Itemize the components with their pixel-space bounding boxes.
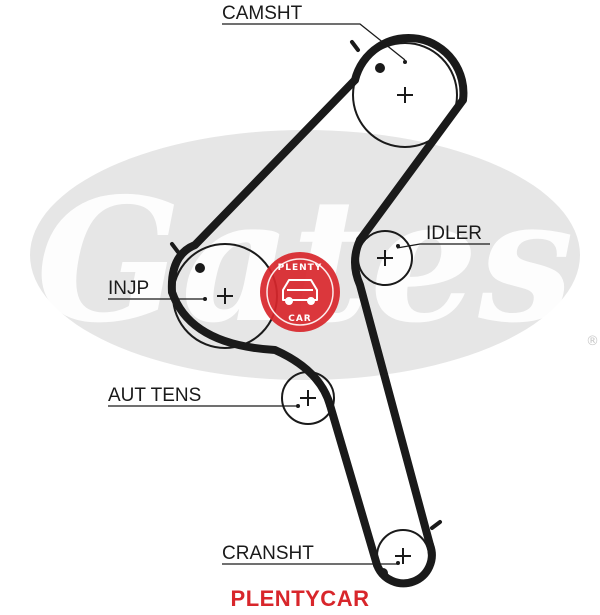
label-injection-pump: INJP — [108, 278, 149, 299]
registered-mark-icon: ® — [586, 334, 599, 349]
brand-footer-text: PLENTYCAR — [230, 586, 370, 611]
belt-tensioner-to-injp — [168, 288, 334, 409]
plentycar-badge: PLENTY CAR — [260, 252, 340, 332]
camshaft-timing-dot — [375, 63, 385, 73]
camshaft-center-cross-icon — [397, 87, 413, 103]
label-crankshaft: CRANSHT — [222, 543, 314, 564]
crank-timing-mark — [430, 520, 442, 530]
camshaft-leader — [222, 23, 406, 61]
timing-marks — [170, 40, 442, 530]
tensioner-center-cross-icon — [300, 390, 316, 406]
badge-bottom-text: CAR — [288, 314, 312, 324]
camshaft-pulley — [352, 42, 458, 148]
camshaft-timing-mark — [350, 40, 360, 52]
leader-dots — [203, 60, 407, 565]
label-idler: IDLER — [426, 223, 482, 244]
idler-pulley — [357, 230, 413, 286]
belt-crank-to-tensioner — [326, 401, 381, 569]
belt-idler-to-crank — [351, 236, 434, 549]
injp-timing-mark — [170, 242, 180, 254]
badge-top-text: PLENTY — [278, 263, 323, 273]
belt-camshaft-wrap — [351, 33, 468, 104]
injp-timing-dot — [195, 263, 205, 273]
belt-injp-to-cam — [167, 76, 359, 296]
idler-center-cross-icon — [377, 250, 393, 266]
car-icon — [282, 279, 318, 305]
leader-lines — [108, 23, 490, 565]
idler-leader — [396, 243, 490, 249]
label-auto-tensioner: AUT TENS — [108, 385, 201, 406]
crank-center-cross-icon — [395, 548, 411, 564]
label-camshaft: CAMSHT — [222, 3, 303, 24]
injp-center-cross-icon — [217, 288, 233, 304]
crank-timing-dot — [378, 568, 388, 578]
pulleys — [172, 42, 458, 583]
auto-tensioner-pulley — [281, 371, 335, 425]
belt-cam-to-idler — [356, 96, 467, 244]
crankshaft-pulley — [376, 529, 430, 583]
